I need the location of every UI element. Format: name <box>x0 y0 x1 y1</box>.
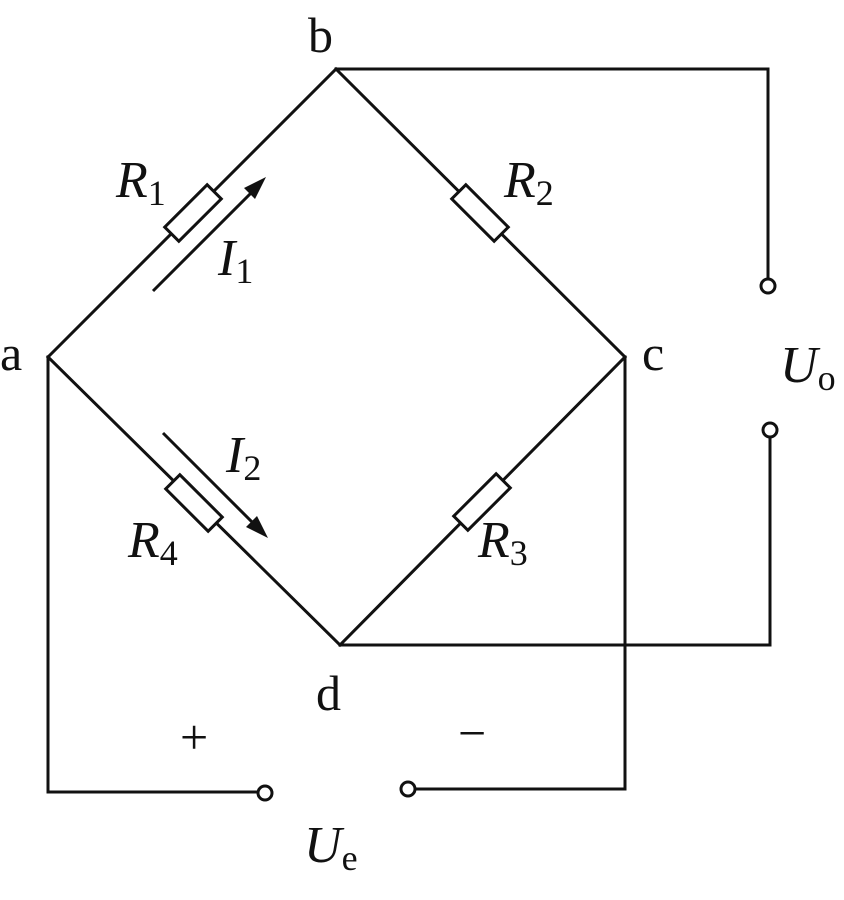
current-arrow-i2 <box>161 431 258 528</box>
resistor-r1 <box>162 182 224 244</box>
resistor-label-r3: R3 <box>477 512 528 573</box>
excitation-plus-sign: + <box>180 709 208 765</box>
current-label-i2: I2 <box>225 427 261 488</box>
current-label-i1: I1 <box>217 230 253 291</box>
current-arrowhead-i1 <box>244 177 266 199</box>
resistor-r3 <box>451 471 513 533</box>
resistor-r4 <box>163 472 225 534</box>
output-terminal-bottom <box>761 421 779 439</box>
resistor-label-r1: R1 <box>115 152 166 213</box>
excitation-terminal-left <box>256 784 274 802</box>
wire-c-to-excitation-terminal <box>414 355 627 791</box>
resistor-label-r4: R4 <box>127 512 178 573</box>
node-label-d: d <box>316 665 341 721</box>
output-terminal-top <box>759 277 777 295</box>
excitation-voltage-label: Ue <box>304 817 358 878</box>
node-label-a: a <box>0 325 22 381</box>
wire-d-to-output-terminal <box>338 436 772 647</box>
node-label-c: c <box>642 325 664 381</box>
output-voltage-label: Uo <box>780 337 836 398</box>
current-arrowhead-i2 <box>246 516 268 538</box>
resistor-r2 <box>449 182 511 244</box>
node-label-b: b <box>308 7 333 63</box>
resistor-label-r2: R2 <box>503 152 554 213</box>
wire-a-to-excitation-terminal <box>46 355 260 794</box>
excitation-minus-sign: − <box>458 705 486 761</box>
excitation-terminal-right <box>399 780 417 798</box>
current-arrow-i1 <box>151 187 257 293</box>
wire-b-to-output-terminal <box>334 67 770 280</box>
